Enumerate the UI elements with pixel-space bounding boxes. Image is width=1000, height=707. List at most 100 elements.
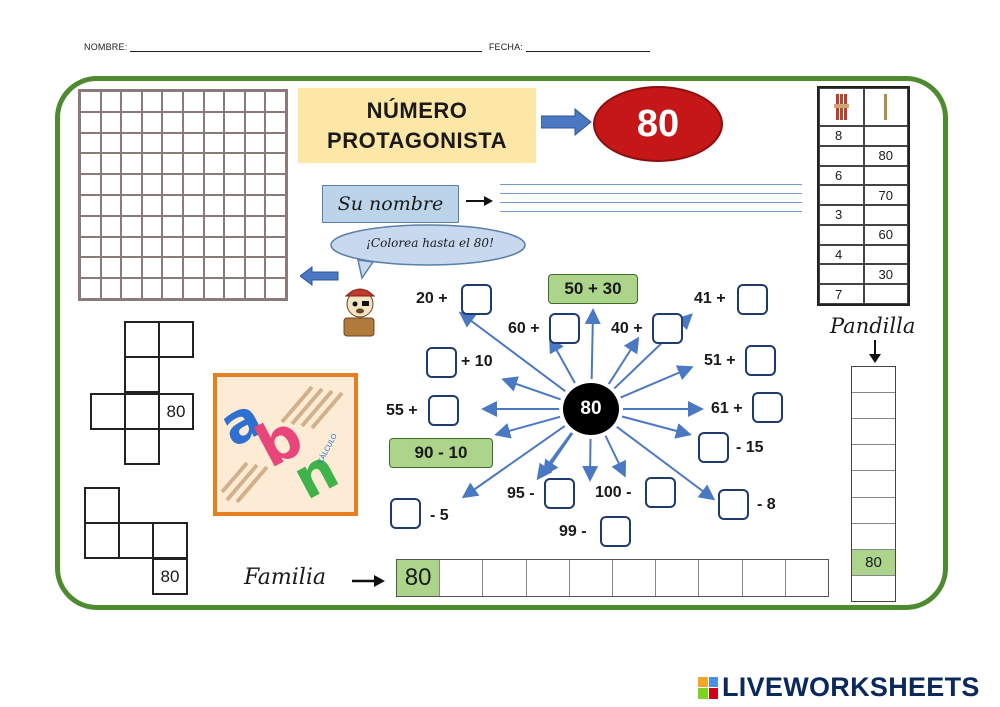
grid-cell[interactable]	[100, 111, 122, 133]
grid-cell[interactable]	[265, 257, 286, 279]
grid-cell[interactable]	[121, 278, 142, 299]
grid-cell[interactable]	[265, 132, 286, 154]
grid-cell[interactable]	[100, 215, 122, 237]
grid-cell[interactable]	[141, 174, 163, 195]
answer-box-51-plus[interactable]	[745, 345, 776, 376]
pandilla-cell[interactable]	[852, 471, 895, 498]
units-table-cell-left[interactable]	[819, 264, 864, 285]
grid-cell[interactable]	[141, 257, 163, 279]
familia-cell[interactable]	[440, 560, 484, 596]
grid-cell[interactable]	[224, 257, 245, 279]
familia-cell[interactable]	[656, 560, 700, 596]
cross-bottom-cell[interactable]	[152, 522, 188, 559]
cross-bottom-cell[interactable]	[118, 522, 154, 559]
familia-cell[interactable]	[743, 560, 786, 596]
cross-top-cell[interactable]	[124, 356, 160, 393]
grid-cell[interactable]	[162, 91, 183, 112]
grid-cell[interactable]	[265, 215, 286, 237]
grid-cell[interactable]	[100, 174, 122, 195]
familia-cell[interactable]	[613, 560, 657, 596]
grid-cell[interactable]	[183, 91, 204, 112]
grid-cell[interactable]	[224, 278, 245, 299]
grid-cell[interactable]	[100, 236, 122, 258]
grid-cell[interactable]	[203, 174, 225, 195]
grid-cell[interactable]	[224, 215, 245, 237]
grid-cell[interactable]	[121, 91, 142, 112]
grid-cell[interactable]	[162, 215, 183, 237]
grid-cell[interactable]	[224, 236, 245, 258]
pandilla-cell[interactable]	[852, 524, 895, 550]
answer-box-40-plus[interactable]	[652, 313, 683, 344]
grid-cell[interactable]	[244, 194, 266, 216]
grid-cell[interactable]	[183, 257, 204, 279]
grid-cell[interactable]	[265, 236, 286, 258]
units-table-cell-right[interactable]	[863, 284, 908, 304]
grid-cell[interactable]	[183, 236, 204, 258]
grid-cell[interactable]	[224, 194, 245, 216]
grid-cell[interactable]	[224, 132, 245, 154]
grid-cell[interactable]	[80, 236, 101, 258]
fecha-line[interactable]	[525, 42, 650, 52]
grid-cell[interactable]	[80, 111, 101, 133]
grid-cell[interactable]	[265, 153, 286, 175]
answer-box-plus-10[interactable]	[426, 347, 457, 378]
familia-cell[interactable]	[483, 560, 527, 596]
nombre-line[interactable]	[130, 42, 483, 52]
grid-cell[interactable]	[141, 236, 163, 258]
grid-cell[interactable]	[80, 278, 101, 299]
answer-box-minus-5[interactable]	[390, 498, 421, 529]
grid-cell[interactable]	[141, 194, 163, 216]
grid-cell[interactable]	[141, 91, 163, 112]
grid-cell[interactable]	[203, 257, 225, 279]
grid-cell[interactable]	[265, 278, 286, 299]
grid-cell[interactable]	[203, 91, 225, 112]
grid-cell[interactable]	[244, 257, 266, 279]
grid-cell[interactable]	[121, 132, 142, 154]
grid-cell[interactable]	[121, 194, 142, 216]
grid-cell[interactable]	[121, 236, 142, 258]
grid-cell[interactable]	[183, 278, 204, 299]
grid-cell[interactable]	[224, 111, 245, 133]
grid-cell[interactable]	[203, 215, 225, 237]
grid-cell[interactable]	[183, 215, 204, 237]
grid-cell[interactable]	[224, 91, 245, 112]
grid-cell[interactable]	[265, 174, 286, 195]
grid-cell[interactable]	[80, 153, 101, 175]
familia-cell[interactable]	[570, 560, 614, 596]
units-table-cell-left[interactable]	[819, 185, 864, 206]
grid-cell[interactable]	[203, 278, 225, 299]
units-table-cell-left[interactable]	[819, 145, 864, 166]
grid-cell[interactable]	[121, 257, 142, 279]
grid-cell[interactable]	[80, 194, 101, 216]
grid-cell[interactable]	[183, 153, 204, 175]
units-table-cell-right[interactable]	[863, 205, 908, 225]
grid-cell[interactable]	[100, 194, 122, 216]
grid-cell[interactable]	[80, 132, 101, 154]
answer-box-20-plus[interactable]	[461, 284, 492, 315]
pandilla-cell[interactable]	[852, 393, 895, 420]
answer-box-61-plus[interactable]	[752, 392, 783, 423]
grid-cell[interactable]	[141, 111, 163, 133]
cross-bottom-cell[interactable]	[84, 522, 120, 559]
grid-cell[interactable]	[162, 236, 183, 258]
cross-top-cell[interactable]	[158, 321, 194, 358]
grid-cell[interactable]	[141, 278, 163, 299]
answer-box-55-plus[interactable]	[428, 395, 459, 426]
answer-box-41-plus[interactable]	[737, 284, 768, 315]
units-table-cell-left[interactable]	[819, 224, 864, 245]
answer-box-minus-15[interactable]	[698, 432, 729, 463]
grid-cell[interactable]	[162, 153, 183, 175]
grid-cell[interactable]	[100, 153, 122, 175]
grid-cell[interactable]	[141, 153, 163, 175]
pandilla-cell[interactable]	[852, 367, 895, 394]
pandilla-cell[interactable]	[852, 419, 895, 446]
name-writing-lines[interactable]	[500, 184, 802, 214]
answer-box-minus-8[interactable]	[718, 489, 749, 520]
grid-cell[interactable]	[244, 153, 266, 175]
grid-cell[interactable]	[121, 111, 142, 133]
grid-cell[interactable]	[121, 174, 142, 195]
grid-cell[interactable]	[203, 153, 225, 175]
grid-cell[interactable]	[183, 174, 204, 195]
units-table-cell-right[interactable]	[863, 244, 908, 265]
grid-cell[interactable]	[244, 111, 266, 133]
